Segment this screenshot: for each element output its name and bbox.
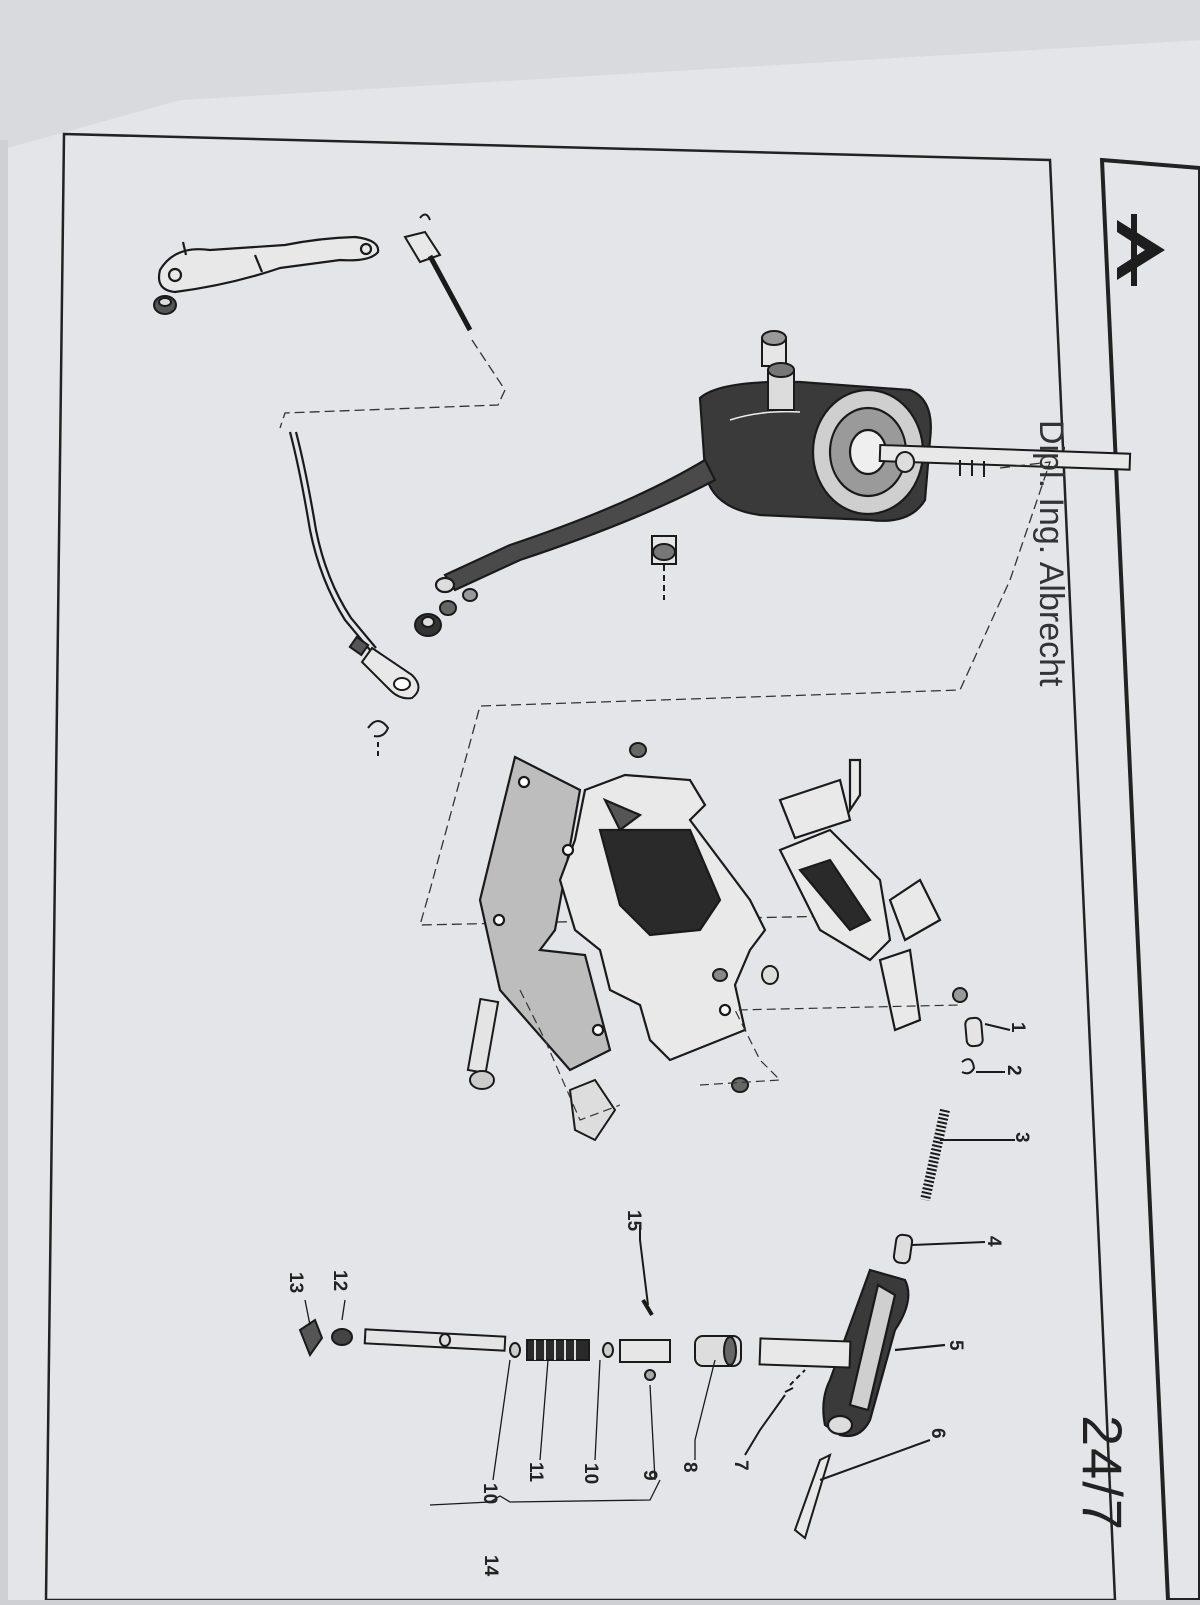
header-company-text: Dipl. Ing. Albrecht: [1032, 420, 1070, 687]
callout-15: 15: [623, 1210, 644, 1232]
callout-13: 13: [285, 1272, 306, 1293]
counterweight-drum: [698, 380, 932, 522]
callout-10a: 10: [580, 1463, 601, 1484]
callout-6: 6: [927, 1428, 948, 1439]
callout-labels: 1 2 3 4 5 6 7 8 9 10 11 10 12 13 14 15: [285, 1022, 1032, 1577]
nut-small-top: [153, 295, 177, 315]
main-bracket: [558, 773, 767, 1062]
drum-bushings: [651, 330, 795, 600]
leader-line-right: [419, 461, 1051, 926]
callout-14: 14: [480, 1555, 501, 1577]
bent-rod: [288, 431, 377, 651]
lower-leader-lines: [304, 1299, 716, 1506]
callout-4: 4: [983, 1236, 1004, 1247]
leader-line: [279, 339, 506, 429]
callout-9: 9: [639, 1470, 660, 1481]
part-6-cable-end: [793, 1439, 931, 1540]
clevis-rod-top: [403, 213, 473, 332]
paper-top-strip: [0, 0, 1200, 150]
part-4-sleeve: [892, 1233, 986, 1265]
callout-12: 12: [329, 1270, 350, 1291]
callout-8: 8: [679, 1462, 700, 1473]
leader-line-plate: [519, 989, 621, 1121]
shaft-assembly: [298, 1318, 852, 1381]
callout-5: 5: [945, 1340, 966, 1351]
part-3-spring: [920, 1108, 1015, 1202]
part-15-screw: [639, 1225, 654, 1317]
part-7-screw: [744, 1369, 806, 1456]
part-1-pin: [964, 1016, 1011, 1048]
callout-3: 3: [1011, 1132, 1032, 1143]
header-strip-border: [1099, 157, 1200, 1602]
callout-11: 11: [525, 1462, 546, 1483]
callout-10b: 10: [479, 1483, 500, 1504]
drum-bolt: [878, 443, 1132, 477]
callout-7: 7: [730, 1460, 751, 1471]
underlying-page-edge: [0, 140, 8, 1600]
spring-clip: [367, 720, 390, 760]
part-2-clip: [961, 1058, 1005, 1075]
callout-2: 2: [1003, 1065, 1024, 1076]
bracket-fasteners: [466, 742, 968, 1142]
part-5-housing: [822, 1268, 946, 1438]
callout-1: 1: [1007, 1022, 1028, 1033]
weight-lever-arm: [434, 458, 717, 594]
link-arm: [157, 235, 380, 294]
lever-bushings: [414, 588, 478, 637]
brand-logo: [1117, 214, 1165, 286]
page-number: 24/7: [1071, 1415, 1134, 1532]
leader-line-fasteners: [699, 1004, 961, 1086]
rod-eye-end: [348, 635, 420, 700]
angle-brackets: [778, 758, 942, 1032]
